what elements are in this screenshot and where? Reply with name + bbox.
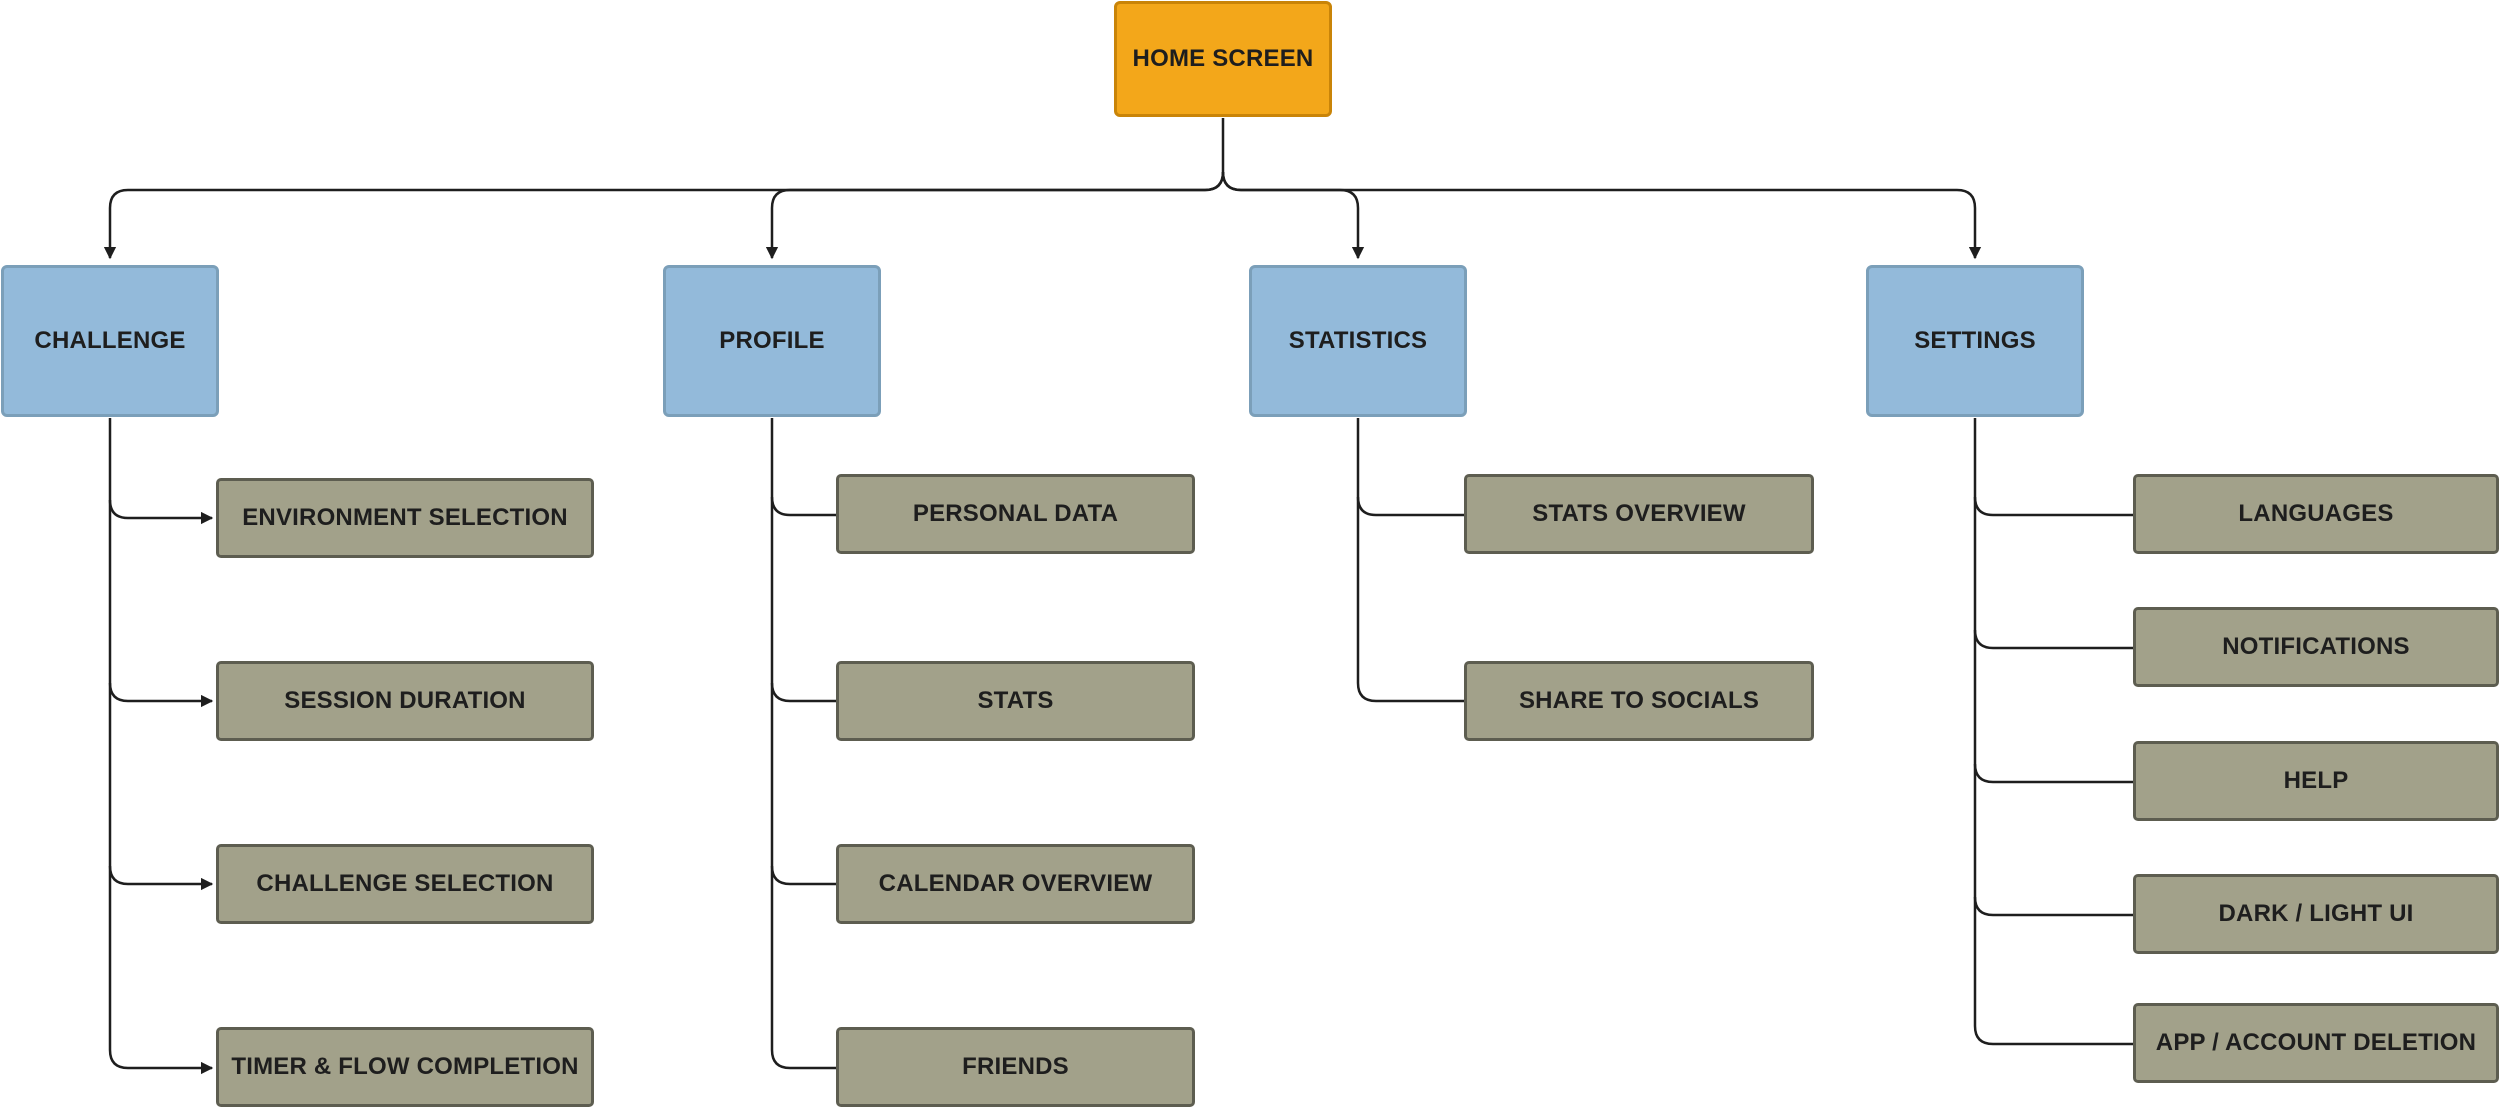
home-screen-node: HOME SCREEN <box>1114 1 1332 117</box>
settings-node: SETTINGS <box>1866 265 2084 417</box>
settings-item-notifications: NOTIFICATIONS <box>2133 607 2499 687</box>
settings-item-help: HELP <box>2133 741 2499 821</box>
statistics-node: STATISTICS <box>1249 265 1467 417</box>
profile-item-stats: STATS <box>836 661 1195 741</box>
settings-item-languages: LANGUAGES <box>2133 474 2499 554</box>
connector-home-to-profile <box>765 171 1225 260</box>
connector-statistics-trunk <box>1356 418 1464 703</box>
connector-challenge-item-1 <box>108 499 214 525</box>
statistics-item-share-to-socials: SHARE TO SOCIALS <box>1464 661 1814 741</box>
connector-challenge-item-3 <box>108 865 214 891</box>
challenge-node: CHALLENGE <box>1 265 219 417</box>
connector-profile-trunk <box>770 418 836 1070</box>
connector-home-to-settings <box>1221 171 1982 260</box>
connector-settings-item-1 <box>1973 496 2133 517</box>
profile-item-personal-data: PERSONAL DATA <box>836 474 1195 554</box>
challenge-item-timer-flow-completion: TIMER & FLOW COMPLETION <box>216 1027 594 1107</box>
profile-node: PROFILE <box>663 265 881 417</box>
connector-profile-item-2 <box>770 682 836 703</box>
statistics-item-stats-overview: STATS OVERVIEW <box>1464 474 1814 554</box>
connector-challenge-item-2 <box>108 682 214 708</box>
settings-item-app-account-deletion: APP / ACCOUNT DELETION <box>2133 1003 2499 1083</box>
connector-profile-item-3 <box>770 865 836 886</box>
challenge-item-challenge-selection: CHALLENGE SELECTION <box>216 844 594 924</box>
connector-settings-item-3 <box>1973 763 2133 784</box>
connector-settings-trunk <box>1973 418 2133 1046</box>
challenge-item-session-duration: SESSION DURATION <box>216 661 594 741</box>
settings-item-dark-light-ui: DARK / LIGHT UI <box>2133 874 2499 954</box>
connector-profile-item-1 <box>770 496 836 517</box>
profile-item-calendar-overview: CALENDAR OVERVIEW <box>836 844 1195 924</box>
connector-home-to-challenge <box>103 118 1225 260</box>
challenge-item-environment-selection: ENVIRONMENT SELECTION <box>216 478 594 558</box>
connector-challenge-trunk <box>108 418 214 1075</box>
connector-statistics-item-1 <box>1356 496 1464 517</box>
profile-item-friends: FRIENDS <box>836 1027 1195 1107</box>
connector-settings-item-4 <box>1973 896 2133 917</box>
connector-home-to-statistics <box>1221 171 1365 260</box>
connector-settings-item-2 <box>1973 629 2133 650</box>
